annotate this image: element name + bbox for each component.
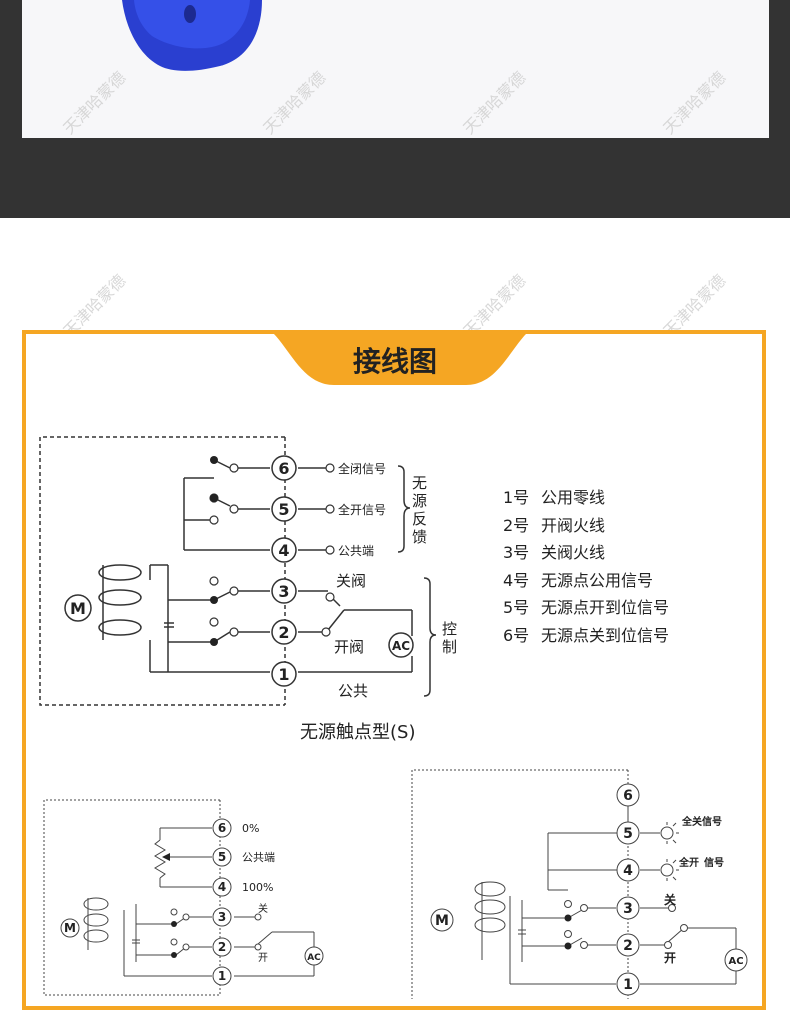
legend-item: 3号关阀火线 — [503, 543, 606, 562]
terminal-2: 2 — [623, 938, 633, 954]
terminal-6: 6 — [278, 459, 289, 478]
close-valve-label: 关阀 — [336, 572, 366, 590]
hundred-percent-label: 100% — [242, 881, 273, 894]
signal-label: 信号 — [704, 856, 724, 869]
feedback-char: 馈 — [412, 528, 427, 546]
terminal-3: 3 — [278, 582, 289, 601]
terminal-1: 1 — [218, 969, 226, 983]
all-close-signal-label: 全关信号 — [681, 815, 722, 828]
close-label: 关 — [664, 892, 676, 907]
terminal-3: 3 — [623, 901, 633, 917]
terminal-2: 2 — [218, 940, 226, 954]
diagram-caption: 无源触点型(S) — [300, 722, 416, 743]
terminal-1: 1 — [623, 977, 633, 993]
common-end-label: 公共端 — [242, 851, 275, 864]
product-photo — [22, 0, 769, 138]
valve-part-image — [122, 0, 262, 71]
terminal-2: 2 — [278, 623, 289, 642]
terminal-4: 4 — [623, 863, 633, 879]
feedback-char: 反 — [412, 510, 427, 528]
open-valve-label: 开阀 — [334, 638, 364, 656]
ac-label: AC — [392, 639, 410, 653]
legend-item: 4号无源点公用信号 — [503, 570, 654, 590]
open-label: 开 — [258, 953, 268, 964]
motor-label: M — [70, 599, 86, 618]
terminal-5: 5 — [218, 850, 226, 864]
close-label: 关 — [258, 902, 268, 915]
terminal-5: 5 — [623, 826, 633, 842]
legend-item: 6号无源点关到位信号 — [503, 625, 670, 645]
feedback-char: 无 — [412, 474, 427, 492]
control-char: 制 — [442, 638, 457, 656]
control-char: 控 — [442, 620, 457, 638]
terminal-4: 4 — [278, 541, 289, 560]
open-label: 开 — [664, 951, 676, 965]
terminal-1: 1 — [278, 665, 289, 684]
feedback-char: 源 — [412, 492, 427, 510]
terminal-4: 4 — [218, 880, 226, 894]
all-open-label: 全开 — [678, 856, 699, 869]
terminal-3: 3 — [218, 910, 226, 924]
legend-item: 5号无源点开到位信号 — [503, 598, 670, 617]
legend-item: 2号开阀火线 — [503, 515, 606, 535]
motor-label: M — [435, 913, 449, 929]
motor-label: M — [64, 921, 76, 935]
title-tab — [270, 330, 530, 385]
ac-label: AC — [728, 956, 743, 967]
zero-percent-label: 0% — [242, 822, 259, 835]
ac-label: AC — [307, 953, 321, 963]
page-title: 接线图 — [352, 345, 437, 378]
open-signal-label: 全开信号 — [338, 502, 386, 517]
terminal-6: 6 — [218, 821, 226, 835]
legend-item: 1号公用零线 — [503, 488, 606, 507]
terminal-6: 6 — [623, 788, 633, 804]
common-label: 公共 — [338, 682, 368, 700]
terminal-5: 5 — [278, 500, 289, 519]
wiring-frame — [22, 330, 766, 1010]
terminal-legend: 1号公用零线 2号开阀火线 3号关阀火线 4号无源点公用信号 5号无源点开到位信… — [503, 484, 669, 649]
common-end-label: 公共端 — [338, 544, 374, 558]
close-signal-label: 全闭信号 — [338, 461, 386, 476]
